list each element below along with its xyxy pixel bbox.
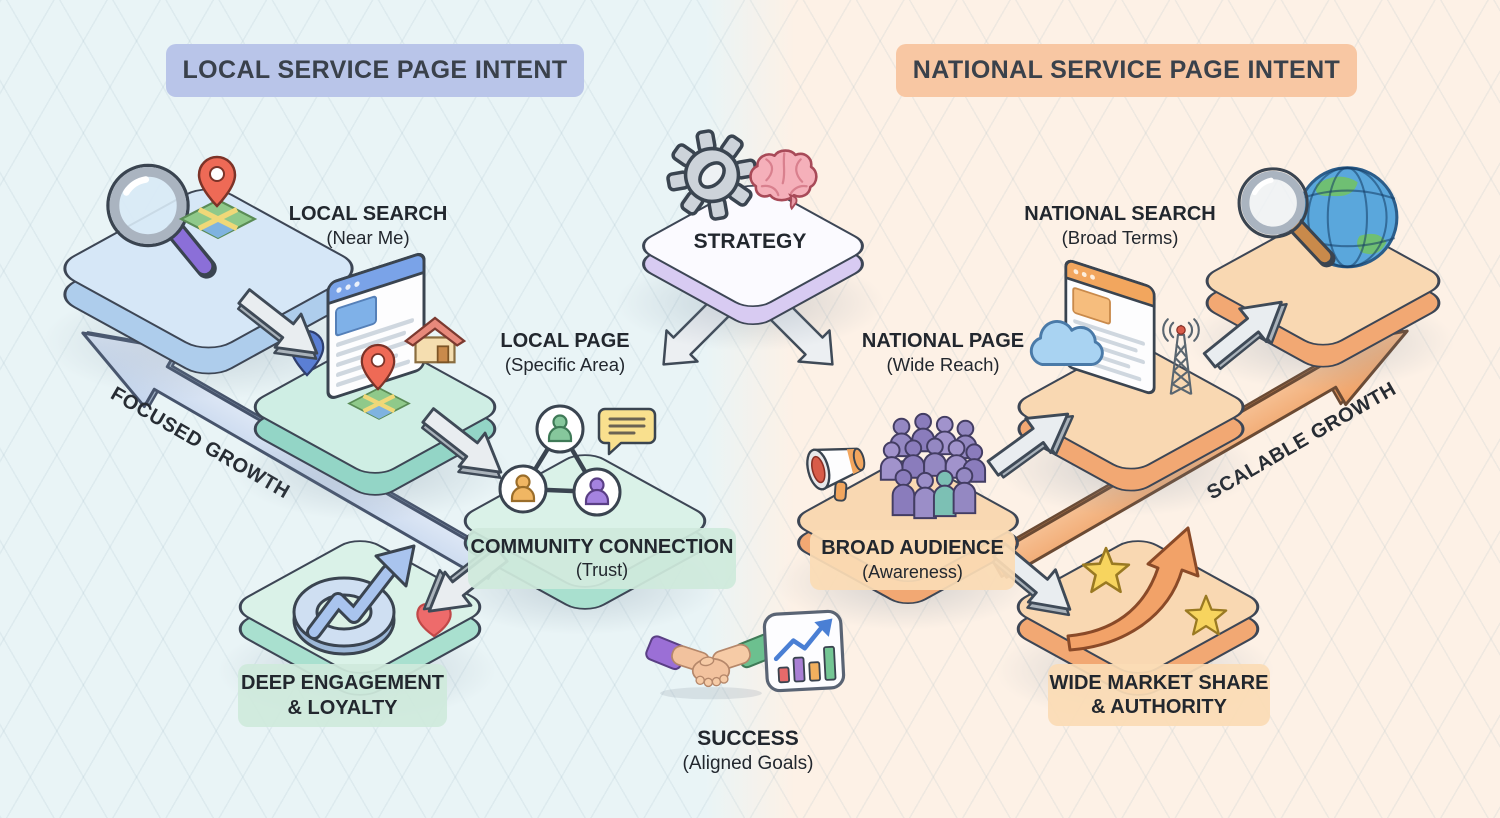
local-page-label-text: LOCAL PAGE: [500, 330, 630, 352]
wide-market-label-line1: WIDE MARKET SHARE: [1049, 671, 1269, 694]
left-intent-header: LOCAL SERVICE PAGE INTENT: [166, 44, 584, 97]
strategy-label-text: STRATEGY: [693, 230, 807, 253]
broad-audience-label: BROAD AUDIENCE (Awareness): [810, 530, 1015, 590]
cloud-icon: [1019, 313, 1107, 373]
national-page-sublabel-text: (Wide Reach): [886, 354, 1000, 376]
local-page-sublabel-text: (Specific Area): [504, 354, 626, 376]
wide-market-label: WIDE MARKET SHARE & AUTHORITY: [1048, 664, 1270, 726]
gear-icon: [666, 129, 758, 221]
success-label: SUCCESS (Aligned Goals): [628, 726, 868, 776]
map-pin-icon: [197, 155, 237, 208]
radio-tower-icon: [1148, 296, 1214, 418]
national-page-label-text: NATIONAL PAGE: [861, 330, 1025, 352]
speech-bubble-icon: [597, 407, 657, 457]
magnifier-icon: [96, 160, 226, 290]
house-icon: [403, 314, 467, 368]
deep-engagement-label-line1: DEEP ENGAGEMENT: [241, 672, 444, 695]
crowd-icon: [872, 408, 990, 523]
connector-arrow: [975, 387, 1089, 494]
strategy-label: STRATEGY: [670, 229, 830, 255]
connector-arrow: [225, 272, 339, 380]
local-search-sublabel-text: (Near Me): [326, 227, 410, 249]
map-tile-icon: [347, 387, 411, 420]
connector-arrow: [1190, 276, 1304, 385]
handshake-icon: [645, 622, 777, 700]
star-icon: [1080, 546, 1132, 596]
map-pin-icon: [360, 343, 396, 391]
avatar-network-icon: [493, 399, 628, 524]
bar-chart-icon: [761, 608, 847, 694]
broad-audience-label-text: BROAD AUDIENCE: [821, 537, 1004, 560]
brain-icon: [744, 147, 826, 215]
local-page-label: LOCAL PAGE (Specific Area): [445, 329, 685, 377]
national-search-label-text: NATIONAL SEARCH: [1024, 203, 1216, 225]
national-search-sublabel-text: (Broad Terms): [1061, 227, 1179, 249]
growth-loop-icon: [272, 528, 432, 663]
success-label-text: SUCCESS: [697, 727, 799, 750]
star-icon: [1183, 594, 1229, 638]
map-tile-icon: [178, 198, 258, 240]
globe-icon: [1236, 155, 1401, 290]
community-connection-label-text: COMMUNITY CONNECTION: [470, 535, 734, 558]
broad-audience-sublabel-text: (Awareness): [862, 561, 963, 582]
success-sublabel-text: (Aligned Goals): [682, 752, 814, 774]
local-search-label: LOCAL SEARCH (Near Me): [248, 202, 488, 250]
community-connection-label: COMMUNITY CONNECTION (Trust): [468, 528, 736, 589]
swoosh-arrow-icon: [1052, 518, 1202, 658]
national-page-label: NATIONAL PAGE (Wide Reach): [823, 329, 1063, 377]
community-connection-sublabel-text: (Trust): [575, 560, 629, 580]
wide-market-label-line2: & AUTHORITY: [1091, 696, 1227, 718]
deep-engagement-label: DEEP ENGAGEMENT & LOYALTY: [238, 664, 447, 727]
right-intent-header: NATIONAL SERVICE PAGE INTENT: [896, 44, 1357, 97]
megaphone-icon: [793, 425, 893, 514]
local-search-label-text: LOCAL SEARCH: [288, 203, 448, 225]
connector-arrow: [409, 391, 523, 499]
deep-engagement-label-line2: & LOYALTY: [287, 696, 398, 719]
national-search-label: NATIONAL SEARCH (Broad Terms): [1000, 202, 1240, 250]
